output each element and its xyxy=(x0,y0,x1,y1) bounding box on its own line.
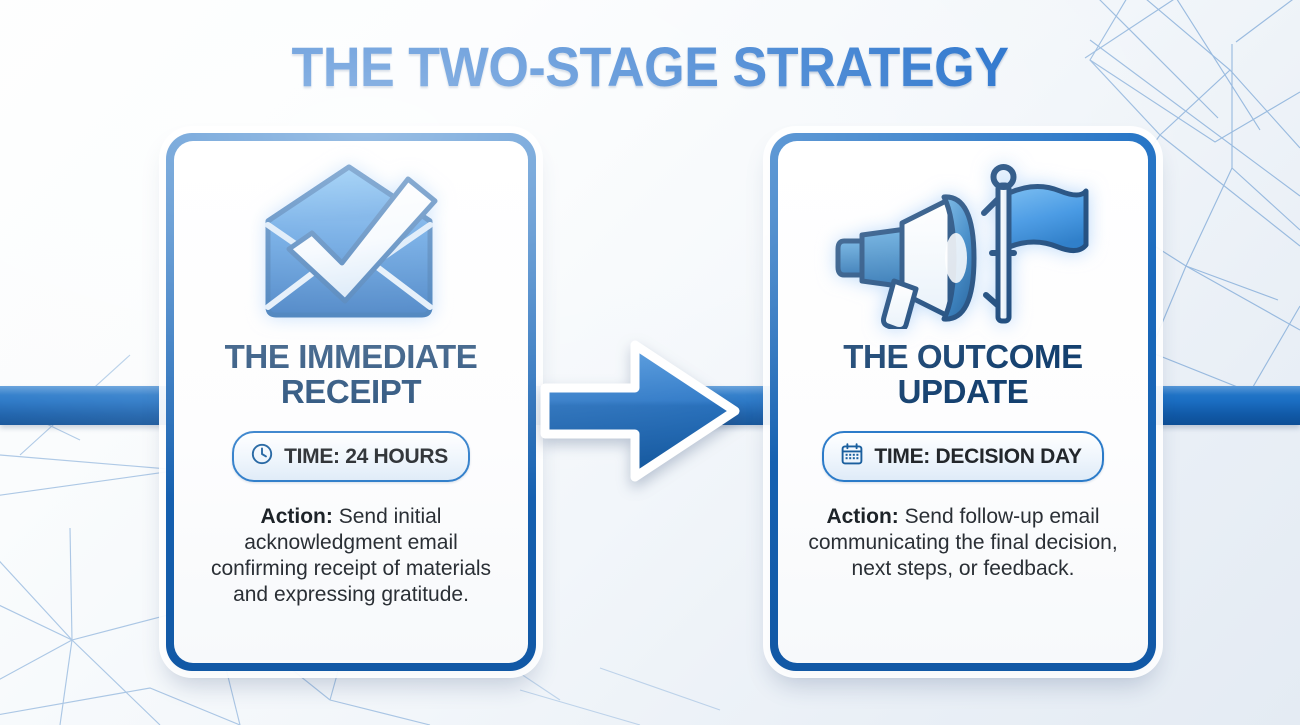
stage-time-label: TIME: 24 HOURS xyxy=(284,444,448,468)
stage-action-label: Action: xyxy=(826,505,899,528)
clock-icon xyxy=(250,442,274,471)
stage-heading: THE IMMEDIATE RECEIPT xyxy=(224,338,478,410)
stage-action-text: Send initial acknowledgment email confir… xyxy=(210,505,492,606)
stage-card-outcome-update[interactable]: THE OUTCOME UPDATE xyxy=(770,133,1156,671)
stage-progression-arrow xyxy=(539,331,759,491)
page-title: THE TWO-STAGE STRATEGY xyxy=(291,35,1009,98)
envelope-check-icon xyxy=(174,141,528,337)
stage-time-label: TIME: DECISION DAY xyxy=(874,444,1082,468)
stage-time-badge[interactable]: TIME: 24 HOURS xyxy=(232,431,470,482)
stage-time-badge[interactable]: TIME: DECISION DAY xyxy=(822,431,1104,482)
megaphone-flag-icon xyxy=(778,141,1148,337)
stage-card-immediate-receipt[interactable]: THE IMMEDIATE RECEIPT TIME: 24 HOURS Act… xyxy=(166,133,536,671)
stage-action-label: Action: xyxy=(260,505,333,528)
calendar-icon xyxy=(840,442,864,471)
stage-action: Action: Send follow-up email communicati… xyxy=(778,504,1148,582)
stage-action: Action: Send initial acknowledgment emai… xyxy=(174,504,528,608)
stage-heading: THE OUTCOME UPDATE xyxy=(843,338,1083,410)
